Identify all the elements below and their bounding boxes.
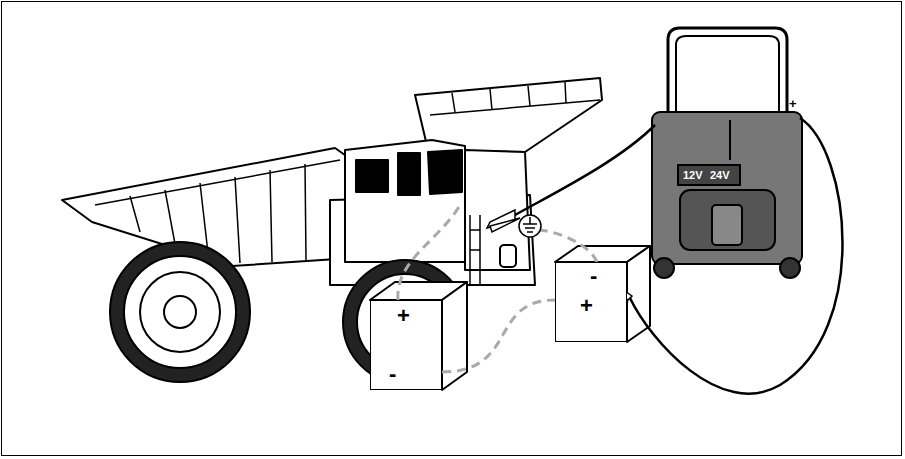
polarity-sign: + [789, 98, 797, 110]
polarity-sign: + [397, 305, 410, 327]
polarity-sign: + [580, 295, 593, 317]
polarity-sign: - [590, 265, 597, 287]
polarity-sign: - [389, 363, 396, 385]
voltage-label: 12V [683, 169, 703, 181]
battery-box: -+ [555, 262, 627, 342]
voltage-label: 24V [710, 169, 730, 181]
battery-link-wire [442, 300, 555, 372]
battery-box: +- [370, 300, 442, 390]
